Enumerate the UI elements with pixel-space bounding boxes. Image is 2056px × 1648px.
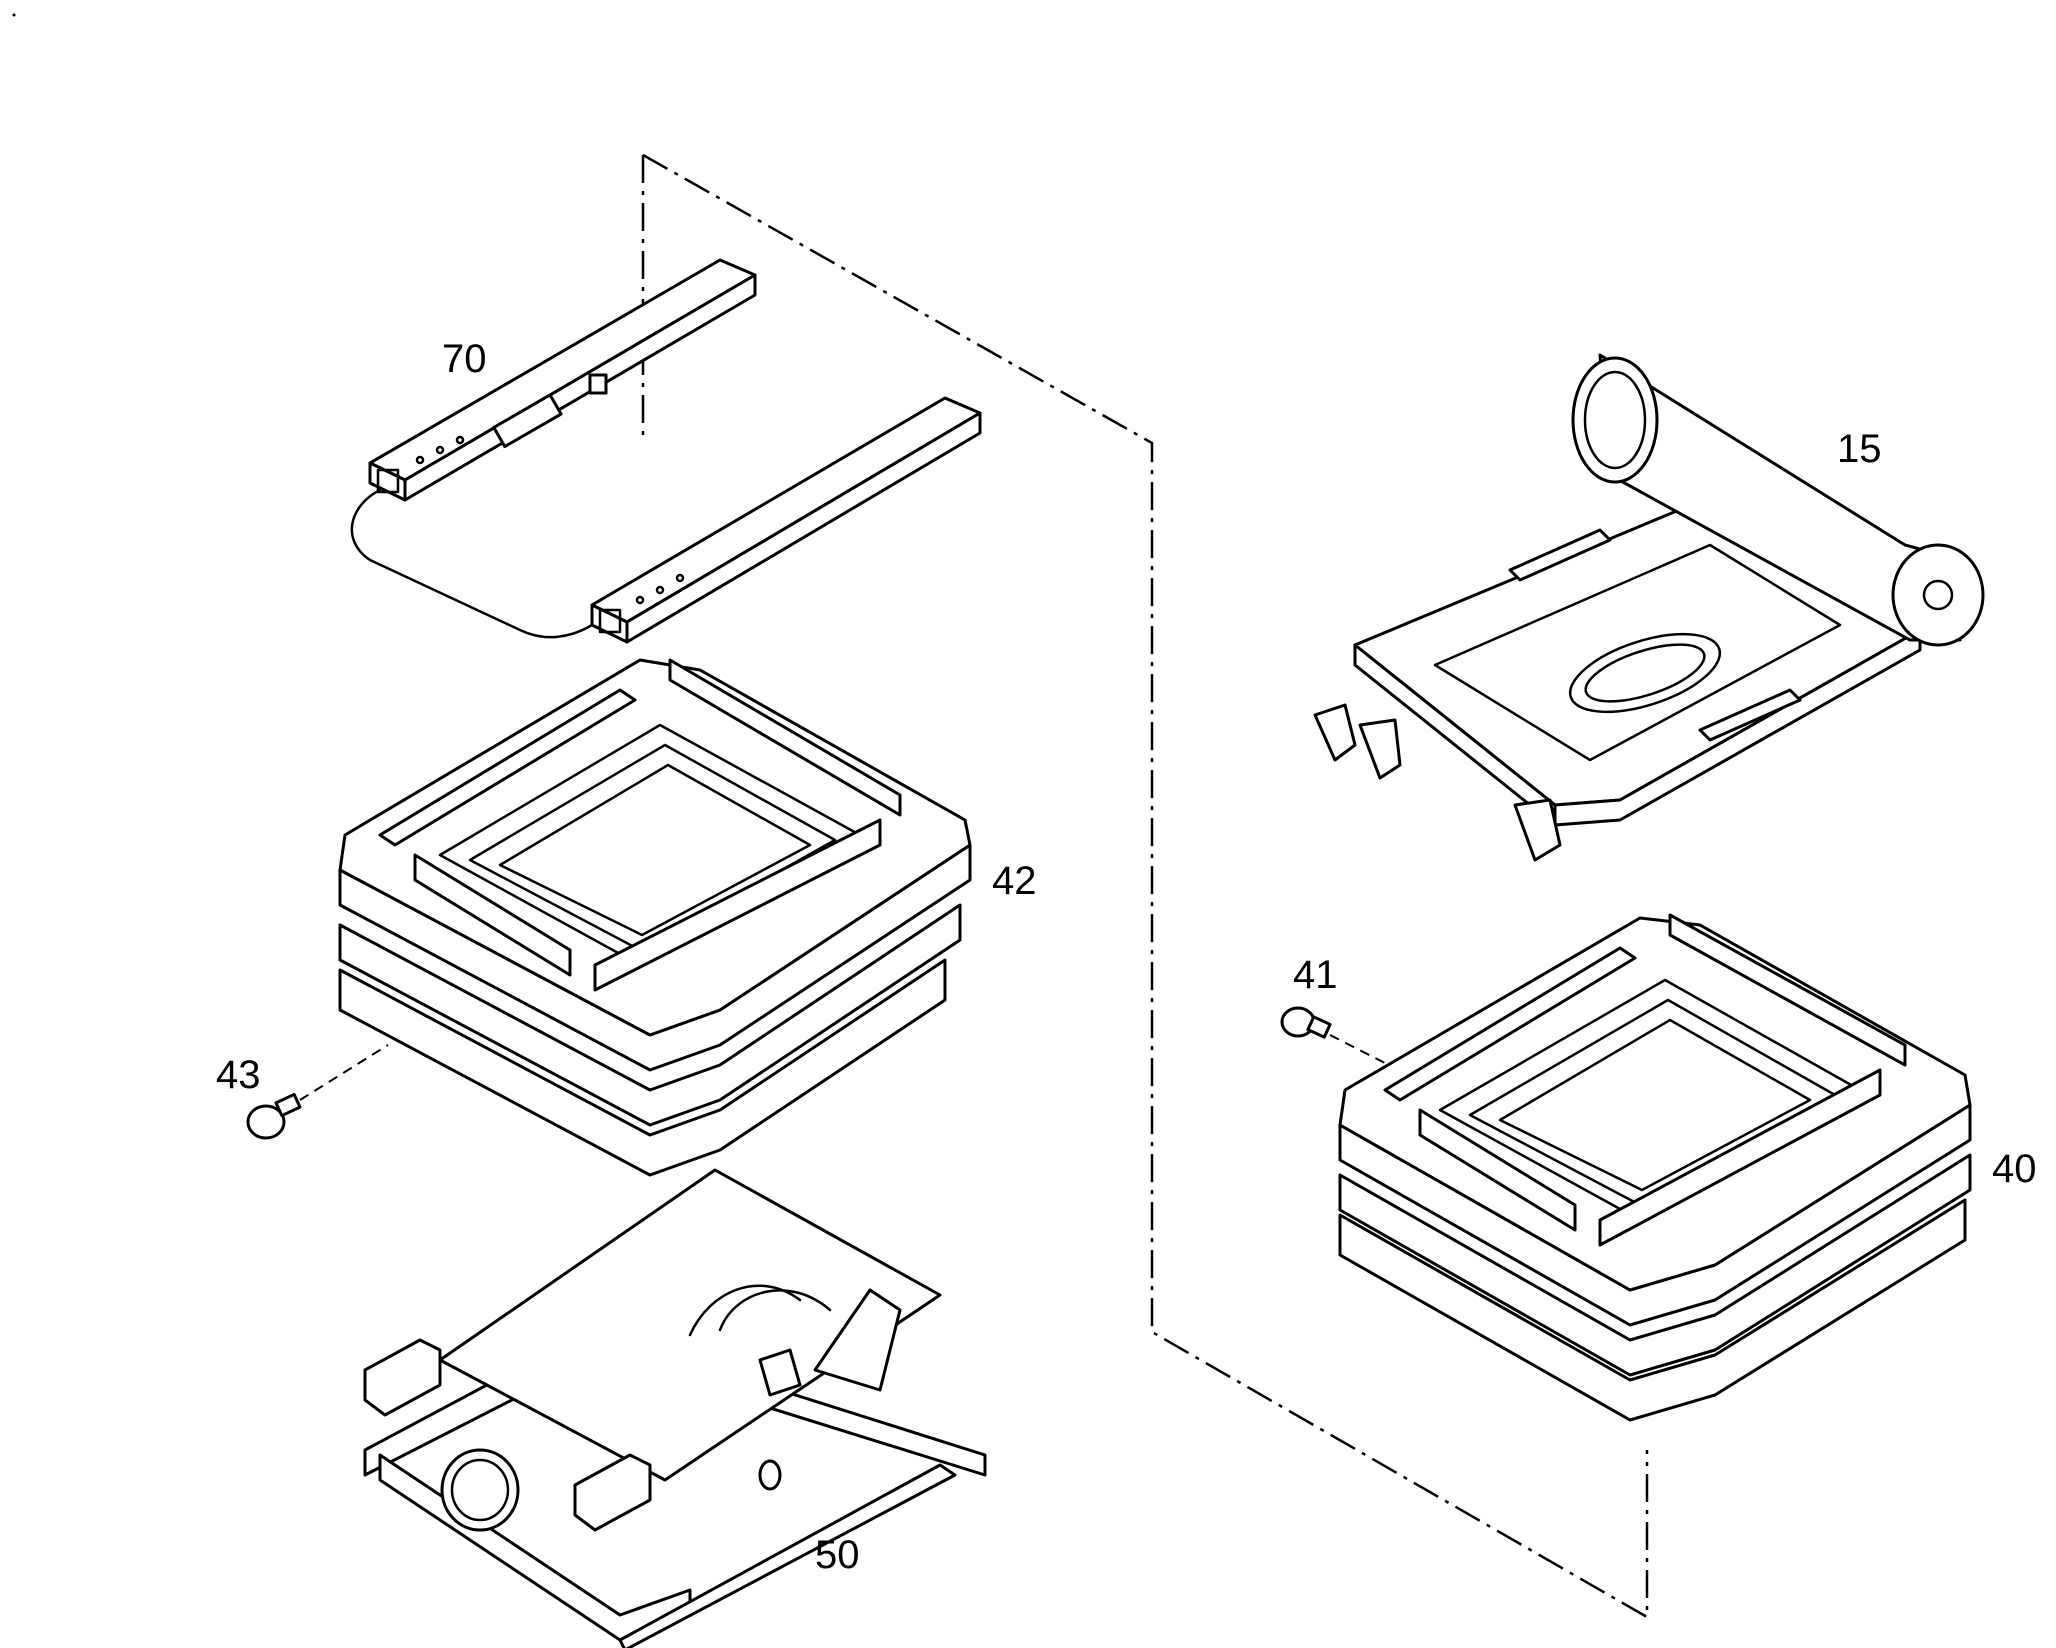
part-43-screw [246, 1044, 389, 1140]
part-50-scissor-suspension [363, 1168, 987, 1648]
label-part-50: 50 [815, 1533, 860, 1577]
label-part-42: 42 [992, 859, 1037, 903]
label-part-41: 41 [1293, 953, 1338, 997]
label-part-40: 40 [1992, 1147, 2037, 1191]
part-41-screw [1280, 1006, 1386, 1064]
part-42-bellows-cover [338, 658, 972, 1177]
label-part-70: 70 [442, 337, 487, 381]
label-part-43: 43 [216, 1053, 261, 1097]
part-70-slide-rails [350, 258, 982, 644]
label-part-15: 15 [1837, 427, 1882, 471]
part-15-seat-frame [1313, 353, 1985, 862]
assembly-boundary-lines [641, 153, 1649, 1620]
part-40-bellows-cover [1338, 913, 1972, 1422]
stray-dot [12, 13, 16, 17]
